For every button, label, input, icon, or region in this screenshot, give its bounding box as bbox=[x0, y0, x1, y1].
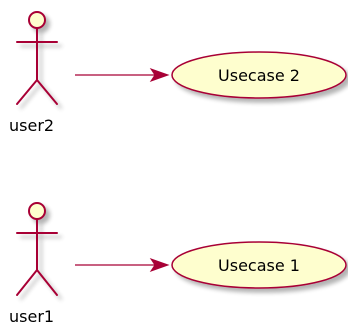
actor-user2-label: user2 bbox=[9, 116, 54, 135]
actor-user2: user2 bbox=[9, 12, 57, 135]
usecase-1-label: Usecase 1 bbox=[218, 256, 300, 275]
actor-user1-figure bbox=[17, 203, 57, 295]
actor-user1-label: user1 bbox=[9, 307, 54, 323]
actor-user1: user1 bbox=[9, 203, 57, 323]
link-user1-usecase1 bbox=[75, 259, 168, 271]
link-user2-usecase2 bbox=[75, 69, 168, 81]
usecase-1: Usecase 1 bbox=[172, 242, 346, 288]
actor-user2-figure bbox=[17, 12, 57, 104]
usecase-2: Usecase 2 bbox=[172, 52, 346, 98]
usecase-2-label: Usecase 2 bbox=[218, 66, 300, 85]
